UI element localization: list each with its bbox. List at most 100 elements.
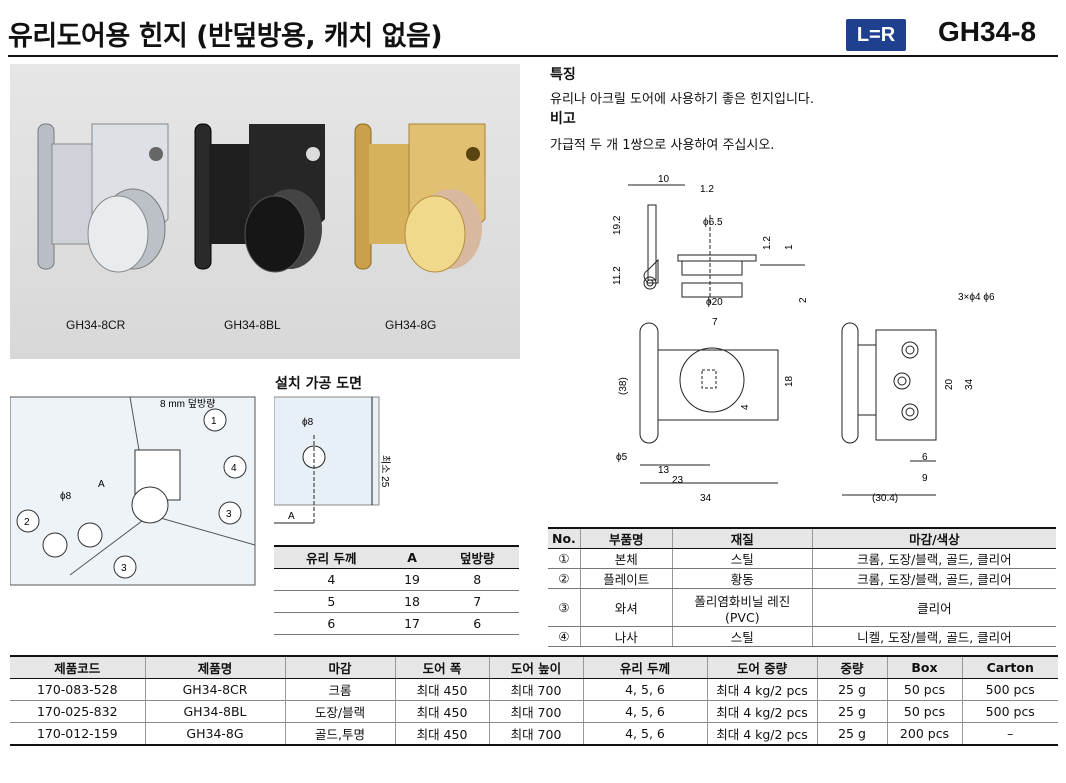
dim-34: 34 [700, 493, 712, 504]
front-view-drawing [639, 322, 779, 484]
cell: 크롬, 도장/블랙, 골드, 클리어 [811, 548, 1056, 569]
dim-5: ϕ5 [616, 452, 628, 463]
cell: 25 g [816, 678, 887, 701]
table-row: 5 18 7 [274, 590, 519, 613]
cell: 4, 5, 6 [582, 700, 707, 723]
notes-text: 가급적 두 개 1쌍으로 사용하여 주십시오. [550, 138, 775, 153]
cell: 최대 700 [488, 700, 583, 723]
table-row: 6 17 6 [274, 612, 519, 635]
technical-drawings: 10 1.2 19.2 ϕ6.5 1.2 1 11.2 ϕ20 2 7 (38)… [612, 174, 995, 504]
page-title: 유리도어용 힌지 (반덮방용, 캐치 없음) [8, 21, 443, 52]
dim-13: 13 [658, 465, 670, 476]
cell: 플레이트 [579, 568, 673, 589]
dim-6: 6 [922, 452, 928, 463]
product-th-1: 제품명 [144, 656, 285, 679]
cell: 최대 450 [394, 678, 489, 701]
glass-th-2: 덮방량 [435, 546, 519, 569]
parts-th-2: 재질 [671, 528, 813, 549]
install-drawing: ϕ8 A 최소 25 [274, 396, 391, 525]
cell: 18 [388, 590, 436, 613]
table-row: ④ 나사 스틸 니켈, 도장/블랙, 골드, 클리어 [548, 626, 1056, 647]
callout-1: 1 [211, 416, 217, 427]
product-th-6: 도어 중량 [706, 656, 817, 679]
cell: 6 [274, 612, 389, 635]
side-view-drawing [628, 184, 805, 305]
product-th-4: 도어 높이 [488, 656, 583, 679]
cell: 와셔 [579, 588, 673, 627]
cell: 500 pcs [961, 678, 1058, 701]
glass-thickness-table: 유리 두께 A 덮방량 4 19 8 5 18 7 6 17 6 [274, 545, 519, 635]
cell: 25 g [816, 722, 887, 746]
cell: 최대 700 [488, 678, 583, 701]
dim-6-5: ϕ6.5 [703, 217, 723, 228]
install-phi8: ϕ8 [302, 417, 314, 428]
dim-7: 7 [712, 317, 718, 328]
cell: GH34-8G [144, 722, 285, 746]
table-row: 170-025-832 GH34-8BL 도장/블랙 최대 450 최대 700… [10, 700, 1058, 723]
cell: 황동 [671, 568, 813, 589]
cell: 크롬, 도장/블랙, 골드, 클리어 [811, 568, 1056, 589]
notes-heading: 비고 [550, 111, 576, 127]
cell: 도장/블랙 [284, 700, 395, 723]
dim-18: 18 [784, 375, 795, 387]
dim-3x4-6: 3×ϕ4 ϕ6 [958, 292, 995, 303]
cell: 최대 700 [488, 722, 583, 746]
parts-th-1: 부품명 [579, 528, 673, 549]
dim-1-2b: 1.2 [762, 236, 773, 250]
table-row: 170-012-159 GH34-8G 골드,투명 최대 450 최대 700 … [10, 722, 1058, 746]
cell: 7 [435, 590, 519, 613]
parts-table: No. 부품명 재질 마감/색상 ① 본체 스틸 크롬, 도장/블랙, 골드, … [548, 527, 1056, 647]
rear-view-drawing [841, 322, 937, 496]
cell: 클리어 [811, 588, 1056, 627]
cell: 4, 5, 6 [582, 722, 707, 746]
table-row: ② 플레이트 황동 크롬, 도장/블랙, 골드, 클리어 [548, 568, 1056, 589]
cell: 170-012-159 [10, 722, 145, 746]
cell: GH34-8CR [144, 678, 285, 701]
cell: 최대 4 kg/2 pcs [706, 722, 817, 746]
cell: 크롬 [284, 678, 395, 701]
cell: 골드,투명 [284, 722, 395, 746]
product-photo: GH34-8CR GH34-8BL GH34-8G [10, 64, 520, 359]
dim-30-4: (30.4) [872, 493, 898, 504]
features-text: 유리나 아크릴 도어에 사용하기 좋은 힌지입니다. [550, 92, 814, 107]
dim-38: (38) [618, 377, 629, 395]
assembly-phi8: ϕ8 [60, 491, 72, 502]
dim-1: 1 [784, 244, 795, 250]
cell: ④ [548, 626, 581, 647]
photo-label-gold: GH34-8G [385, 318, 437, 332]
table-row: ① 본체 스틸 크롬, 도장/블랙, 골드, 클리어 [548, 548, 1056, 569]
product-th-8: Box [886, 656, 962, 679]
cell: 170-025-832 [10, 700, 145, 723]
photo-label-black: GH34-8BL [224, 318, 281, 332]
cell: 스틸 [671, 626, 813, 647]
dim-1-2: 1.2 [700, 184, 714, 195]
table-row: 4 19 8 [274, 568, 519, 591]
cell: GH34-8BL [144, 700, 285, 723]
parts-th-3: 마감/색상 [811, 528, 1056, 549]
cell: 8 [435, 568, 519, 591]
product-th-7: 중량 [816, 656, 887, 679]
cell: 6 [435, 612, 519, 635]
cell: 25 g [816, 700, 887, 723]
chrome-hinge [37, 123, 169, 273]
cell: 500 pcs [961, 700, 1058, 723]
cell: 17 [388, 612, 436, 635]
dim-20b: 20 [944, 378, 955, 390]
cell: 200 pcs [886, 722, 962, 746]
dim-19-2: 19.2 [612, 215, 623, 235]
callout-2: 2 [24, 517, 30, 528]
product-table: 제품코드 제품명 마감 도어 폭 도어 높이 유리 두께 도어 중량 중량 Bo… [10, 655, 1058, 746]
black-hinge [194, 123, 325, 273]
lr-badge: L=R [846, 19, 906, 51]
cell: 50 pcs [886, 700, 962, 723]
install-heading: 설치 가공 도면 [275, 376, 363, 392]
table-row: ③ 와셔 폴리염화비닐 레진 (PVC) 클리어 [548, 588, 1056, 627]
dim-2: 2 [798, 297, 809, 303]
callout-4: 4 [231, 463, 237, 474]
dim-10: 10 [658, 174, 670, 185]
cell: 니켈, 도장/블랙, 골드, 클리어 [811, 626, 1056, 647]
dim-34b: 34 [964, 378, 975, 390]
cell: 최대 4 kg/2 pcs [706, 678, 817, 701]
cell: ① [548, 548, 581, 569]
cell: 최대 4 kg/2 pcs [706, 700, 817, 723]
